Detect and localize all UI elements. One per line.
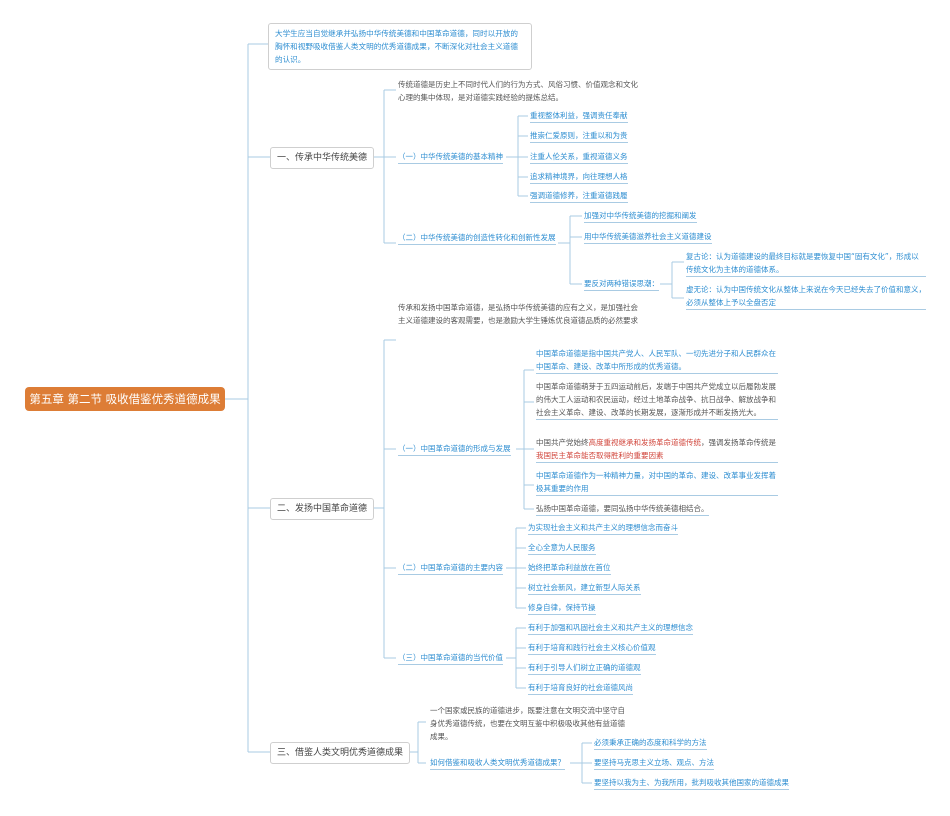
s2-b-item[interactable]: 始终把革命利益放在首位 <box>528 561 611 575</box>
s2-b-item[interactable]: 树立社会新风，建立新型人际关系 <box>528 581 641 595</box>
s1-b-oppose-topic[interactable]: 要反对两种错误思潮： <box>584 277 659 291</box>
s1-b-oppose-item[interactable]: 虚无论：认为中国传统文化从整体上来说在今天已经失去了价值和意义，必须从整体上予以… <box>686 283 926 310</box>
section-1-topic[interactable]: 一、传承中华传统美德 <box>270 147 375 169</box>
s1-a-item[interactable]: 重视整体利益，强调责任奉献 <box>530 109 628 123</box>
s2-a-item3-highlight: 我国民主革命能否取得胜利的重要因素 <box>536 451 664 460</box>
s1-b-topic[interactable]: （二）中华传统美德的创造性转化和创新性发展 <box>398 231 556 245</box>
s3-a-item[interactable]: 要坚持马克思主义立场、观点、方法 <box>594 756 714 770</box>
s2-a-item-highlighted[interactable]: 中国共产党始终高度重视继承和发扬革命道德传统，强调发扬革命传统是我国民主革命能否… <box>536 436 778 463</box>
s1-a-topic[interactable]: （一）中华传统美德的基本精神 <box>398 150 503 164</box>
s1-a-item[interactable]: 强调道德修养，注重道德践履 <box>530 189 628 203</box>
s2-a-item3-highlight: 高度重视继承和发扬革命道德传统 <box>588 438 702 447</box>
s1-b-item[interactable]: 用中华传统美德滋养社会主义道德建设 <box>584 230 712 244</box>
section-3-note[interactable]: 一个国家或民族的道德进步，既要注意在文明交流中坚守自身优秀道德传统，也要在文明互… <box>430 706 625 741</box>
root-topic[interactable]: 第五章 第二节 吸收借鉴优秀道德成果 <box>25 387 225 411</box>
s2-c-item[interactable]: 有利于引导人们树立正确的道德观 <box>528 661 641 675</box>
intro-note[interactable]: 大学生应当自觉继承并弘扬中华传统美德和中国革命道德，同时以开放的胸怀和视野吸收借… <box>268 23 532 70</box>
s1-a-item[interactable]: 推崇仁爱原则，注重以和为贵 <box>530 129 628 143</box>
s2-a-topic[interactable]: （一）中国革命道德的形成与发展 <box>398 442 511 456</box>
s2-a-item[interactable]: 弘扬中国革命道德，要同弘扬中华传统美德相结合。 <box>536 502 709 516</box>
s1-a-item[interactable]: 追求精神境界，向往理想人格 <box>530 170 628 184</box>
section-3-topic[interactable]: 三、借鉴人类文明优秀道德成果 <box>270 742 411 764</box>
s3-a-item[interactable]: 必须秉承正确的态度和科学的方法 <box>594 736 707 750</box>
s2-c-item[interactable]: 有利于培育良好的社会道德风尚 <box>528 681 633 695</box>
section-2-topic[interactable]: 二、发扬中国革命道德 <box>270 498 375 520</box>
section-1-note[interactable]: 传统道德是历史上不同时代人们的行为方式、风俗习惯、价值观念和文化心理的集中体现，… <box>398 80 638 102</box>
s3-a-topic[interactable]: 如何借鉴和吸收人类文明优秀道德成果？ <box>430 756 565 770</box>
s2-b-item[interactable]: 为实现社会主义和共产主义的理想信念而奋斗 <box>528 521 678 535</box>
s1-b-oppose-item[interactable]: 复古论：认为道德建设的最终目标就是要恢复中国“固有文化”，形成以传统文化为主体的… <box>686 250 926 277</box>
s2-c-item[interactable]: 有利于培育和践行社会主义核心价值观 <box>528 641 656 655</box>
s2-b-item[interactable]: 修身自律，保持节操 <box>528 601 596 615</box>
s2-a-item[interactable]: 中国革命道德作为一种精神力量，对中国的革命、建设、改革事业发挥着极其重要的作用 <box>536 469 778 496</box>
s3-a-item[interactable]: 要坚持以我为主、为我所用，批判吸收其他国家的道德成果 <box>594 776 789 790</box>
section-2-note[interactable]: 传承和发扬中国革命道德，是弘扬中华传统美德的应有之义，是加强社会主义道德建设的客… <box>398 303 638 325</box>
s2-a-item3-part: 中国共产党始终 <box>536 438 589 447</box>
s2-b-item[interactable]: 全心全意为人民服务 <box>528 541 596 555</box>
s2-b-topic[interactable]: （二）中国革命道德的主要内容 <box>398 561 503 575</box>
s2-a-item[interactable]: 中国革命道德是指中国共产党人、人民军队、一切先进分子和人民群众在中国革命、建设、… <box>536 347 778 374</box>
s2-a-item3-part: ，强调发扬革命传统是 <box>701 438 776 447</box>
s1-a-item[interactable]: 注重人伦关系，重视道德义务 <box>530 150 628 164</box>
s2-a-item[interactable]: 中国革命道德萌芽于五四运动前后，发端于中国共产党成立以后履勃发展的伟大工人运动和… <box>536 380 778 420</box>
s1-b-item[interactable]: 加强对中华传统美德的挖掘和阐发 <box>584 209 697 223</box>
s2-c-item[interactable]: 有利于加强和巩固社会主义和共产主义的理想信念 <box>528 621 693 635</box>
s2-c-topic[interactable]: （三）中国革命道德的当代价值 <box>398 651 503 665</box>
